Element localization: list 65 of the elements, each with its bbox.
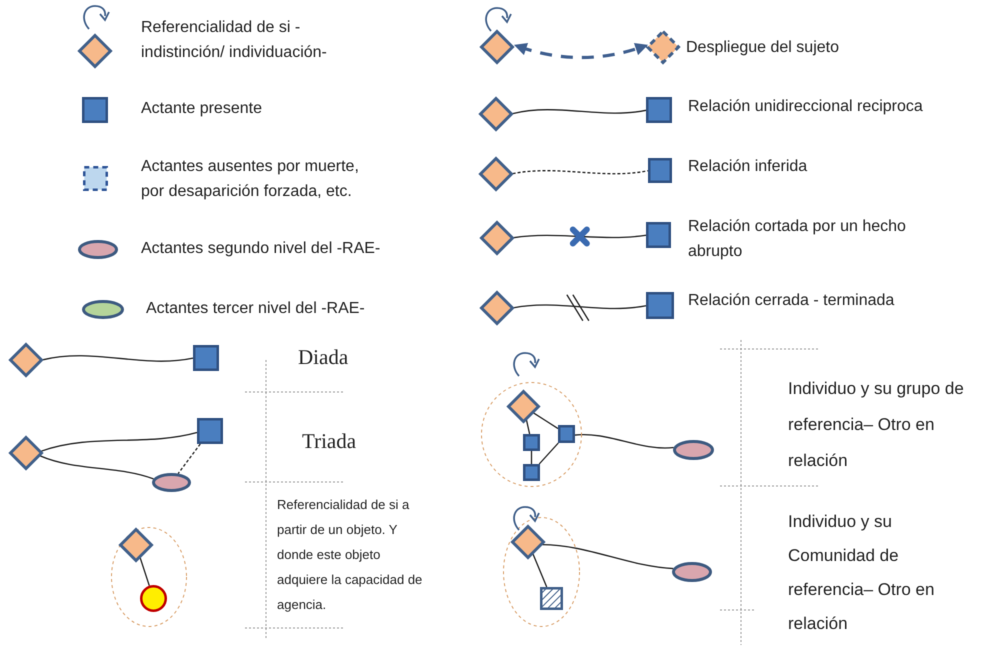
symbol-description: Relación cerrada - terminada	[688, 291, 896, 311]
row-heading: Triada	[302, 428, 358, 455]
diamond-symbol	[480, 221, 514, 255]
symbol-description: Relación cortada por un hecho abrupto	[688, 217, 907, 262]
row-heading: Diada	[298, 344, 350, 371]
diamond-symbol	[480, 30, 514, 64]
connector-line	[140, 558, 150, 586]
diamond-symbol	[646, 30, 680, 64]
diamond-symbol	[507, 390, 540, 423]
diamond-symbol	[479, 97, 513, 131]
group-ellipse	[111, 527, 187, 627]
symbol-description: Actantes ausentes por muerte, por desaparición forzada, etc.	[141, 157, 360, 202]
symbol-description: Referencialidad de si - indistinción/ individuación-	[141, 18, 328, 63]
symbol-description: Despliegue del sujeto	[686, 38, 840, 58]
symbol-description: Relación inferida	[688, 157, 808, 177]
connector-line	[542, 544, 674, 570]
ellipse-symbol	[672, 562, 712, 582]
diamond-symbol	[9, 343, 43, 377]
diamond-symbol	[9, 436, 43, 470]
connector-line	[533, 412, 558, 430]
square-symbol	[197, 418, 223, 444]
symbol-description: Actantes tercer nivel del -RAE-	[146, 299, 366, 319]
connector-line	[41, 432, 198, 452]
connector-line	[538, 442, 559, 464]
ellipse-symbol	[152, 473, 191, 492]
square-symbol	[646, 97, 672, 123]
connector-line	[178, 444, 201, 474]
connector-line	[514, 234, 646, 238]
connector-line	[574, 434, 674, 449]
symbol-description: Actantes segundo nivel del -RAE-	[141, 239, 382, 259]
description-text: Referencialidad de si a partir de un objeto. Y donde este objeto adquiere la capacidad de agencia.	[277, 496, 424, 614]
diamond-symbol	[479, 157, 513, 191]
connector-line	[512, 109, 646, 114]
description-text: Individuo y su grupo de referencia– Otro en relación	[788, 378, 965, 472]
connector-line	[526, 420, 530, 434]
connector-line	[40, 455, 154, 480]
ellipse-symbol	[78, 240, 118, 259]
connector-line	[514, 304, 646, 310]
square-symbol	[646, 292, 674, 319]
square-symbol	[193, 345, 219, 371]
square-symbol	[83, 166, 108, 191]
group-ellipse	[481, 382, 582, 487]
connector-line	[514, 42, 648, 60]
square-symbol	[523, 464, 540, 481]
square-symbol	[82, 97, 108, 123]
connector-line	[42, 355, 194, 362]
circle-symbol	[140, 585, 167, 612]
connector-line	[530, 451, 532, 464]
ellipse-symbol	[673, 440, 714, 460]
square-symbol	[646, 222, 671, 248]
connector-line	[532, 554, 548, 588]
ellipse-symbol	[82, 300, 124, 319]
connector-line	[512, 170, 648, 174]
diamond-symbol	[78, 34, 112, 68]
description-text: Individuo y su Comunidad de referencia– Otro en relación	[788, 511, 936, 635]
square-symbol	[648, 158, 672, 183]
diamond-symbol	[480, 291, 514, 325]
square-symbol	[558, 425, 575, 443]
symbol-description: Relación unidireccional reciproca	[688, 97, 924, 117]
diamond-symbol	[511, 525, 545, 559]
symbol-description: Actante presente	[141, 99, 263, 119]
group-ellipse	[503, 517, 580, 627]
hatched-square-symbol	[540, 587, 563, 610]
diamond-symbol	[119, 528, 153, 562]
square-symbol	[523, 434, 540, 451]
